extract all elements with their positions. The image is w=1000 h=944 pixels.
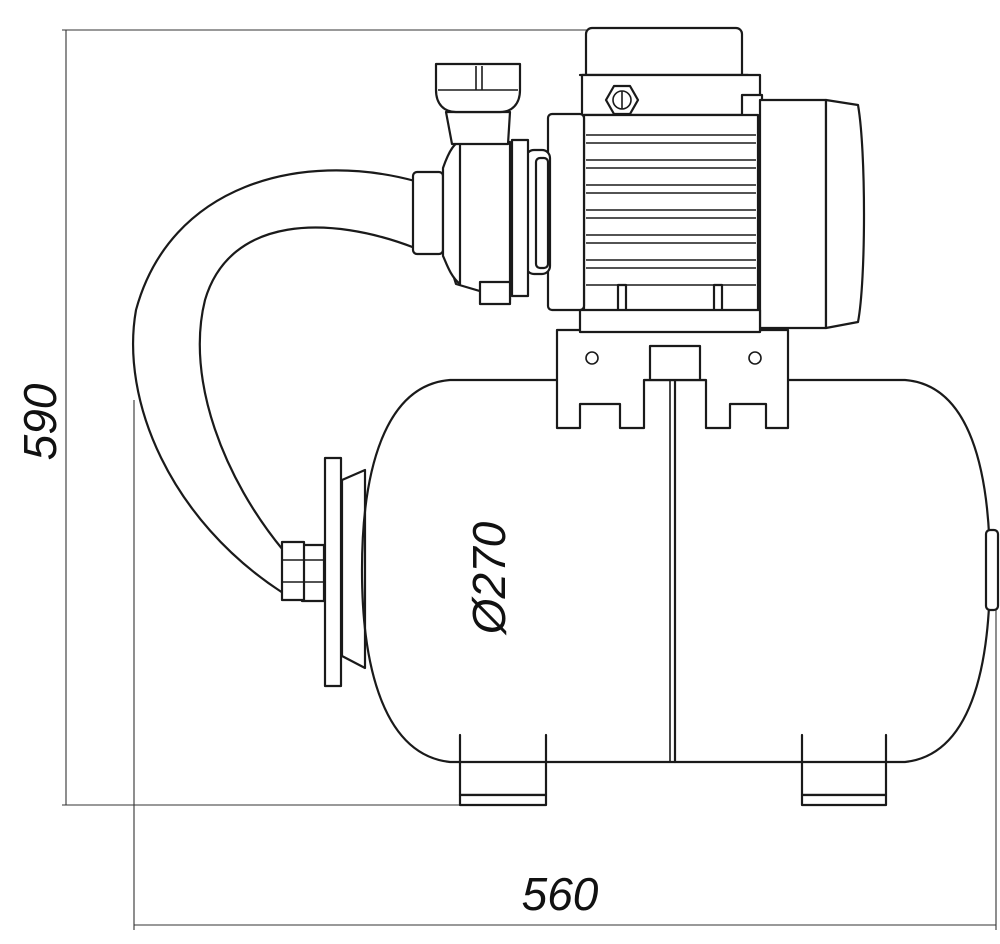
bolt-icon [604, 84, 640, 116]
pressure-tank [360, 378, 1000, 764]
diameter-label: Ø270 [463, 521, 515, 636]
suction-inlet [434, 62, 522, 146]
width-label: 560 [522, 868, 599, 920]
tank-foot-left [458, 733, 548, 807]
mounting-bracket [555, 328, 790, 430]
flexible-hose [132, 169, 417, 595]
width-dimension [133, 400, 997, 930]
pump-motor [578, 26, 866, 334]
tank-foot-right [800, 733, 888, 807]
pump-head [411, 112, 586, 312]
height-dimension [62, 29, 590, 806]
tank-flange [280, 456, 367, 688]
height-label: 590 [14, 383, 66, 460]
